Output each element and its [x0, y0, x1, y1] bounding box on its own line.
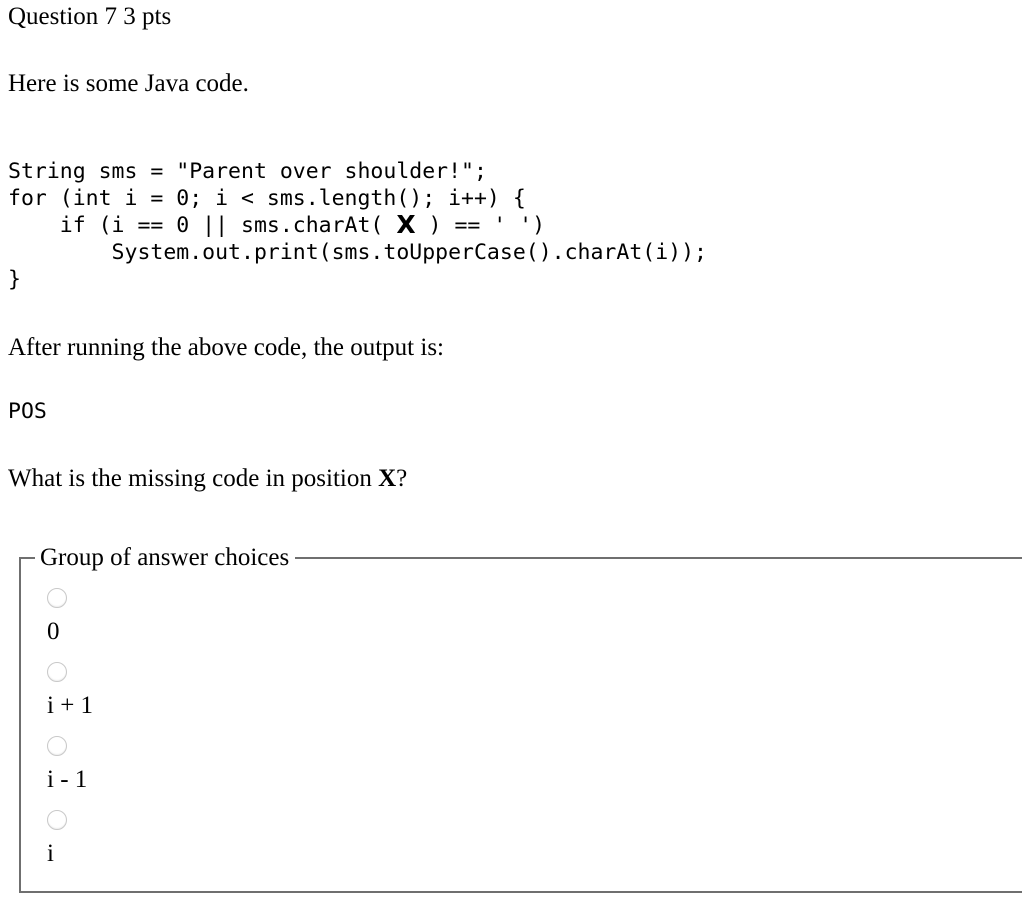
- program-output-text: POS: [8, 399, 47, 424]
- answer-choice-3-label[interactable]: i: [47, 840, 54, 867]
- answer-choices-list: 0 i + 1 i - 1 i: [21, 588, 1022, 884]
- radio-button-0[interactable]: [47, 588, 67, 608]
- answer-choices-group: Group of answer choices 0 i + 1 i - 1 i: [19, 545, 1022, 893]
- answer-choice-1-label[interactable]: i + 1: [47, 692, 94, 719]
- answer-choice-3[interactable]: i: [21, 810, 1022, 884]
- code-line-2-text: for (int i = 0; i < sms.length(); i++) {: [8, 185, 526, 211]
- prompt-text-after: ?: [396, 465, 408, 492]
- missing-code-prompt: What is the missing code in position X?: [8, 464, 407, 494]
- question-header: Question 7 3 pts: [8, 3, 172, 30]
- radio-button-3[interactable]: [47, 810, 67, 830]
- radio-button-1[interactable]: [47, 662, 67, 682]
- code-line-4-text: System.out.print(sms.toUpperCase().charA…: [8, 239, 707, 265]
- java-code-block: String sms = "Parent over shoulder!";for…: [8, 158, 707, 293]
- answer-choice-0[interactable]: 0: [21, 588, 1022, 662]
- code-line-1-text: String sms = "Parent over shoulder!";: [8, 158, 487, 184]
- code-line-5: }: [8, 266, 707, 293]
- code-line-3: if (i == 0 || sms.charAt( X ) == ' '): [8, 212, 707, 239]
- answer-choice-0-label[interactable]: 0: [47, 618, 60, 645]
- missing-code-placeholder-x: X: [396, 209, 416, 239]
- answer-choices-legend: Group of answer choices: [40, 544, 290, 571]
- question-intro-text: Here is some Java code.: [8, 70, 249, 97]
- code-line-5-text: }: [8, 266, 21, 292]
- code-line-3-text-before: if (i == 0 || sms.charAt(: [8, 212, 397, 238]
- answer-choice-2-label[interactable]: i - 1: [47, 766, 88, 793]
- prompt-x-symbol: X: [378, 465, 397, 492]
- answer-choice-1[interactable]: i + 1: [21, 662, 1022, 736]
- prompt-text-before: What is the missing code in position: [8, 465, 379, 492]
- answer-choice-2[interactable]: i - 1: [21, 736, 1022, 810]
- code-line-3-text-after: ) == ' '): [415, 212, 546, 238]
- after-running-text: After running the above code, the output…: [8, 334, 444, 361]
- code-line-2: for (int i = 0; i < sms.length(); i++) {: [8, 185, 707, 212]
- code-line-1: String sms = "Parent over shoulder!";: [8, 158, 707, 185]
- code-line-4: System.out.print(sms.toUpperCase().charA…: [8, 239, 707, 266]
- radio-button-2[interactable]: [47, 736, 67, 756]
